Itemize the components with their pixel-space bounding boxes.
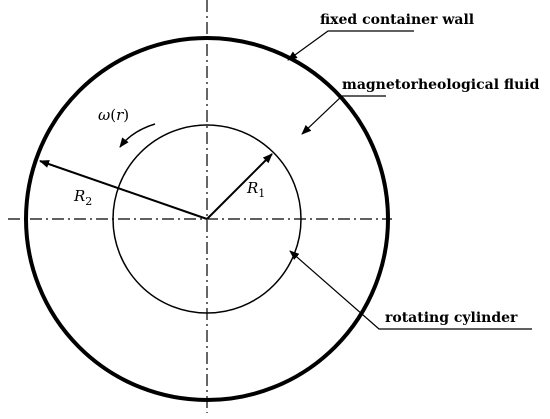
fixed-container-wall [24, 36, 390, 402]
cylinder-label: rotating cylinder [385, 310, 518, 326]
container-wall-label: fixed container wall [320, 12, 474, 28]
omega-open-paren: ( [110, 106, 116, 124]
radius-r1-line [206, 153, 273, 220]
fluid-label: magnetorheological fluid [342, 77, 540, 93]
fluid-leader [301, 95, 386, 135]
cylinder-leader [289, 250, 532, 330]
radius-r2-line [39, 160, 208, 220]
omega-close-paren: ) [123, 106, 129, 124]
omega-argument: r [116, 106, 124, 124]
r1-subscript: 1 [258, 187, 265, 200]
container-wall-leader [287, 30, 414, 61]
omega-label: ω(r) [98, 106, 129, 124]
r1-letter: R [246, 179, 258, 197]
r2-letter: R [73, 187, 85, 205]
rotation-arrow [119, 123, 156, 148]
r2-subscript: 2 [85, 195, 92, 208]
r2-label: R2 [73, 187, 92, 208]
r1-label: R1 [246, 179, 265, 200]
rotating-cylinder [112, 124, 302, 314]
omega-symbol: ω [98, 106, 110, 124]
